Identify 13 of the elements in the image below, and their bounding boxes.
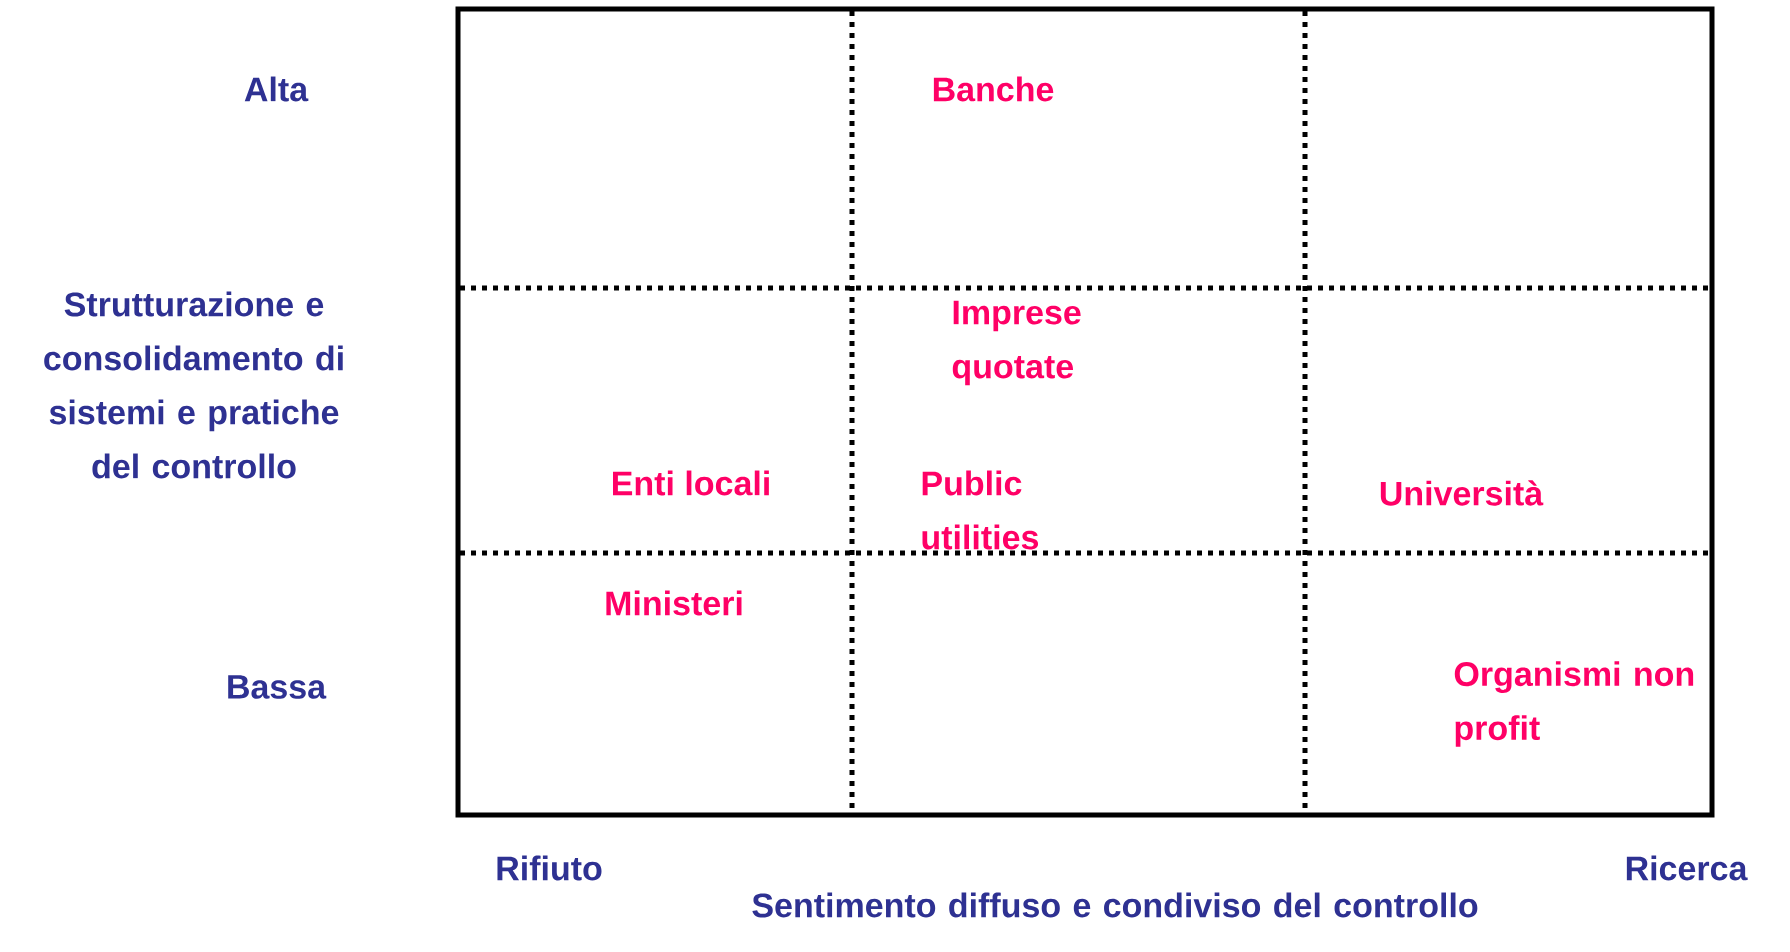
category-label: Enti locali	[613, 470, 769, 496]
category-label: Banche	[933, 76, 1054, 102]
axis-label: Rifiuto	[497, 855, 602, 881]
axis-label: Alta	[244, 76, 309, 102]
category-label: Università	[1380, 480, 1544, 506]
axis-label: Bassa	[228, 675, 327, 699]
category-label: Ministeri	[606, 590, 742, 616]
axis-label: Ricerca	[1626, 855, 1748, 881]
category-label: Public utilities	[922, 470, 1039, 550]
category-label: Organismi non profit	[1454, 661, 1694, 747]
category-label: Imprese quotate	[952, 300, 1081, 386]
axis-label: Strutturazione e consolidamento di sistemi e pratiche del controllo	[44, 291, 343, 479]
axis-label: Sentimento diffuso e condiviso del controllo	[752, 892, 1478, 918]
